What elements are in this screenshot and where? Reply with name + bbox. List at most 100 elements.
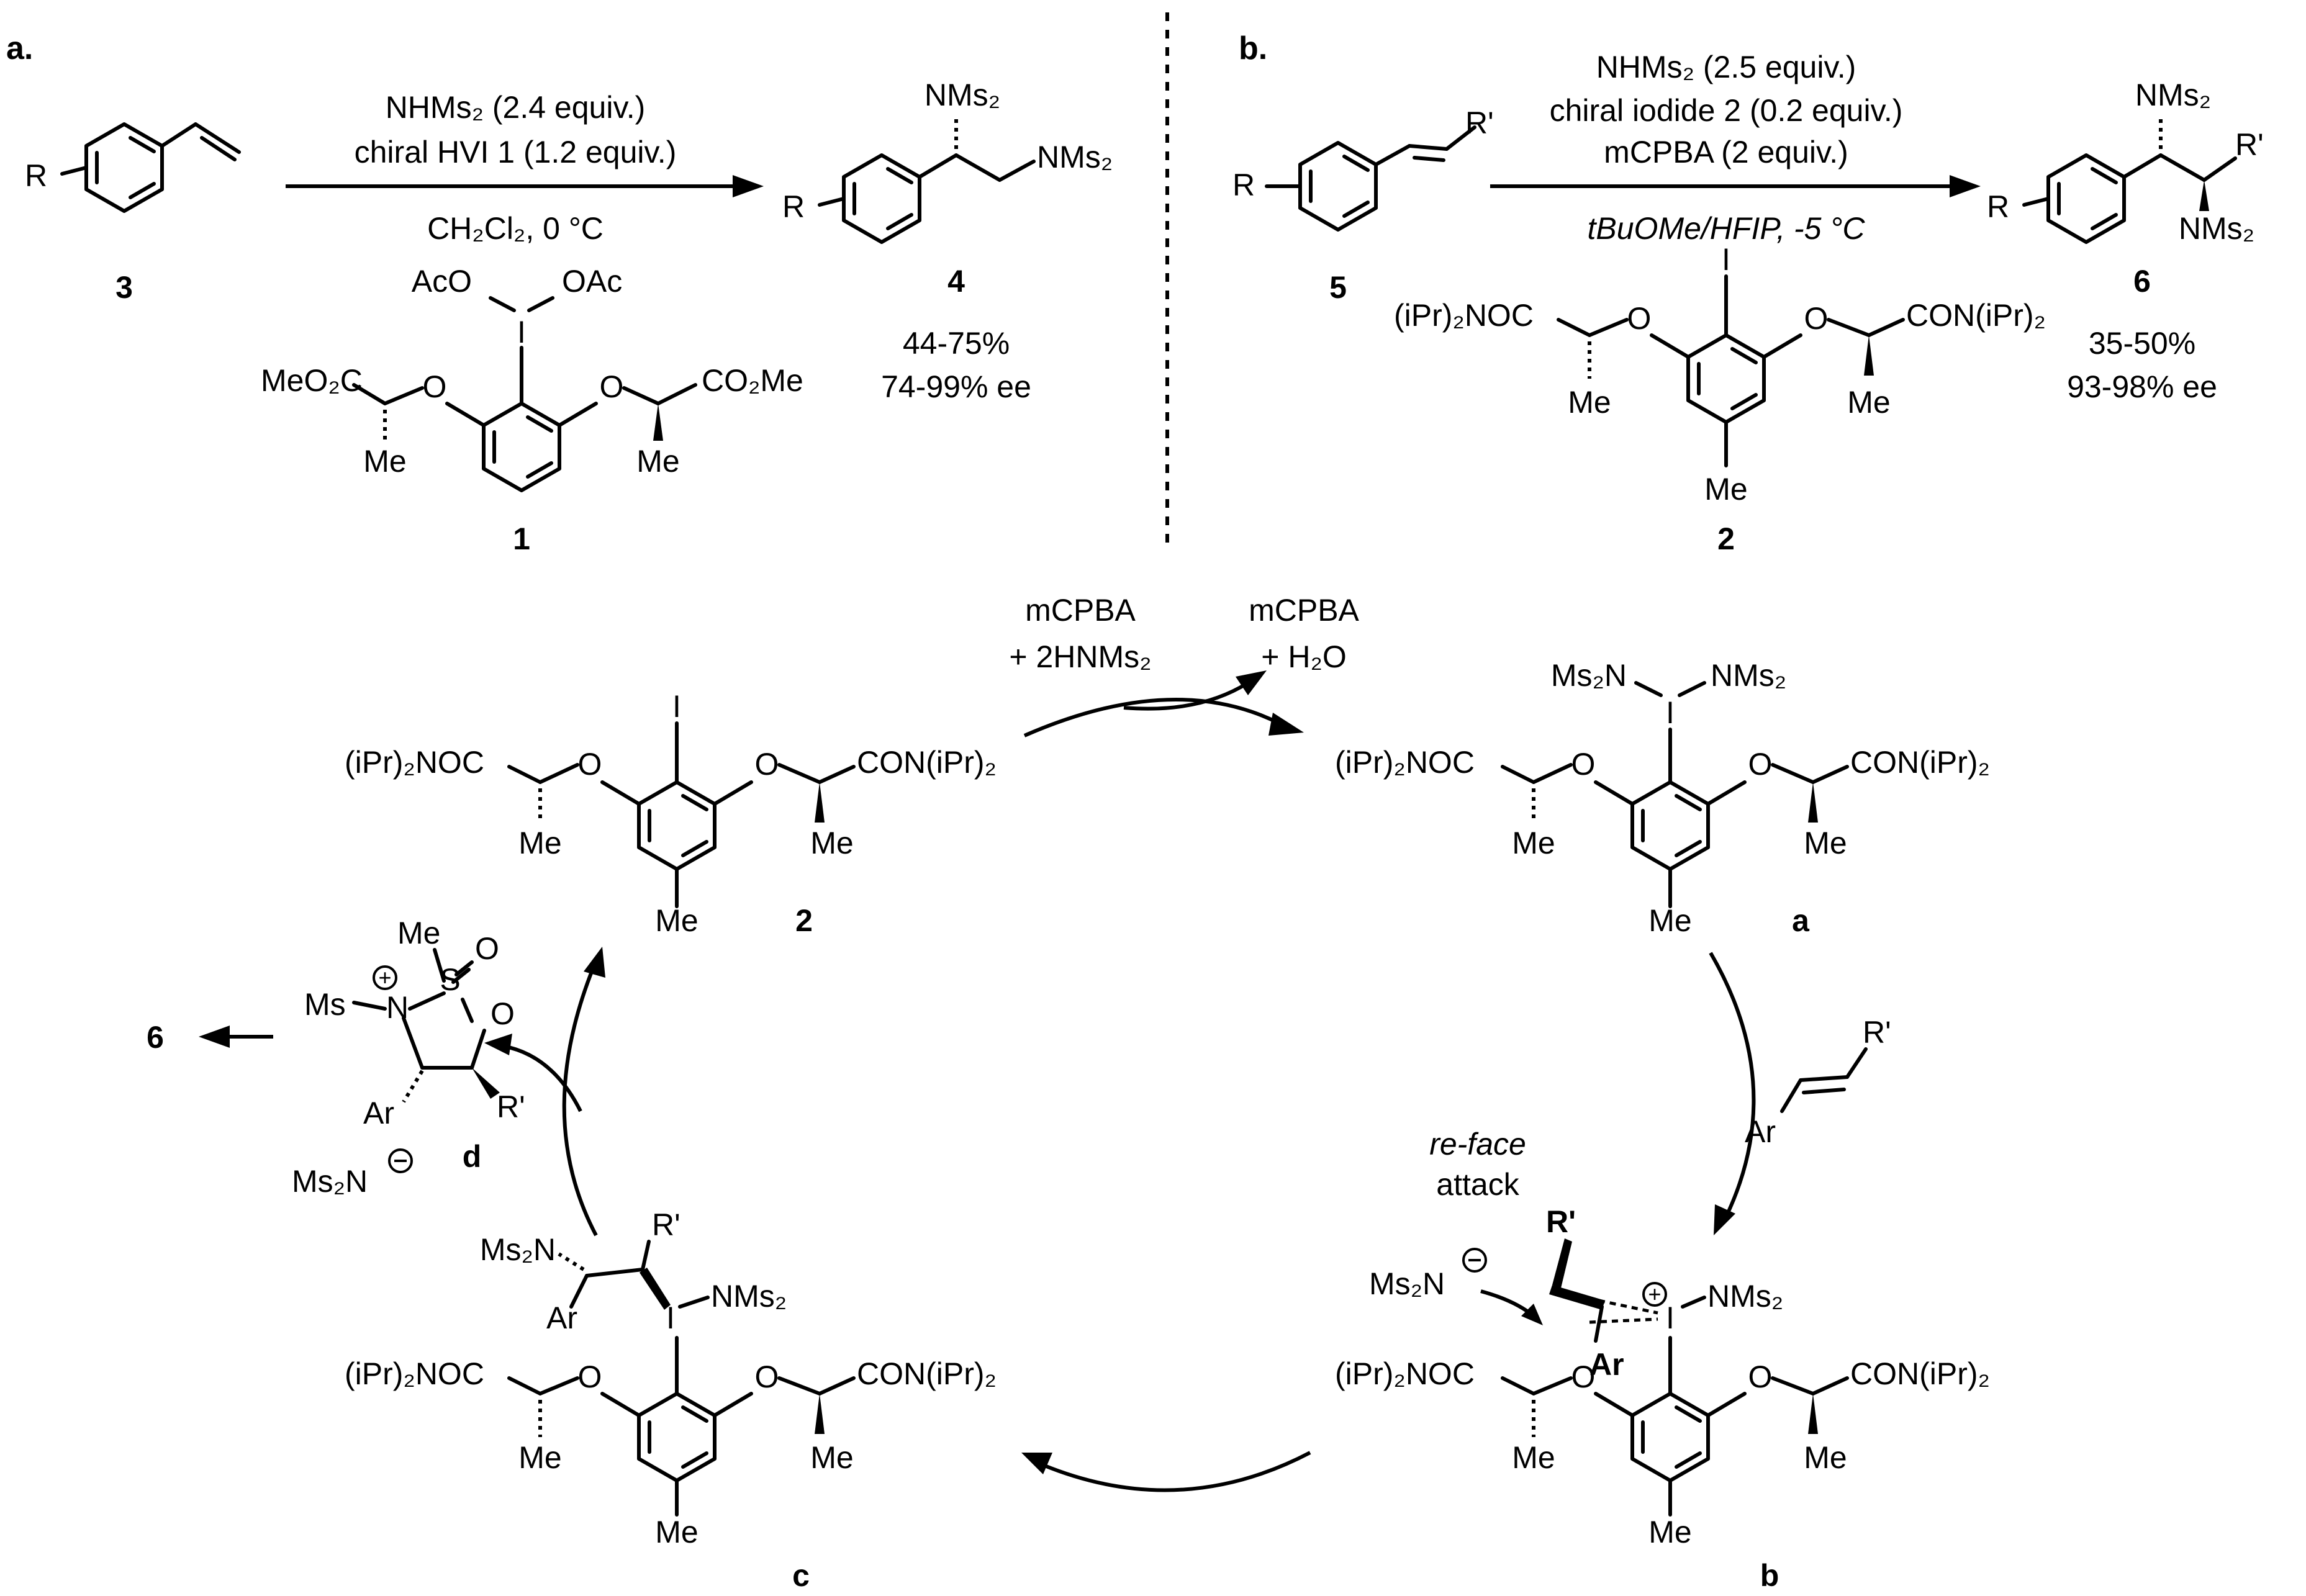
svg-text:NMs₂: NMs₂	[2179, 211, 2254, 246]
svg-text:R: R	[1987, 189, 2009, 224]
svg-text:Ar: Ar	[1745, 1114, 1776, 1149]
panel-a: a. R 3 NHMs₂ (2.4 equiv.) chiral HVI 1 (…	[6, 30, 1113, 556]
solvent-a: CH₂Cl₂, 0 °C	[427, 211, 604, 246]
cycle-arrow-bottom	[1042, 1451, 1311, 1492]
svg-text:CON(iPr)₂: CON(iPr)₂	[1906, 298, 2046, 333]
svg-text:R': R'	[1465, 106, 1494, 140]
svg-text:Ms₂N: Ms₂N	[1551, 658, 1627, 693]
cycle-catalyst-label: 2	[795, 903, 813, 938]
svg-text:NMs₂: NMs₂	[925, 78, 1000, 112]
svg-text:NMs₂: NMs₂	[1711, 658, 1786, 693]
svg-text:Ms₂N: Ms₂N	[292, 1164, 368, 1199]
svg-text:Me: Me	[810, 826, 853, 860]
svg-text:CON(iPr)₂: CON(iPr)₂	[857, 745, 997, 780]
intermediate-d: N S O O Me Ms + Ar R' Ms₂N	[292, 916, 525, 1199]
cycle-arrow-top	[1023, 698, 1280, 737]
svg-text:Ar: Ar	[546, 1301, 577, 1335]
svg-text:O: O	[1627, 301, 1652, 336]
svg-text:NMs₂: NMs₂	[1037, 140, 1113, 174]
oxidant-in-1: mCPBA	[1025, 593, 1136, 628]
reagent-b-2: chiral iodide 2 (0.2 equiv.)	[1550, 93, 1903, 128]
svg-text:O: O	[1804, 301, 1829, 336]
reagent-a-2: chiral HVI 1 (1.2 equiv.)	[355, 135, 677, 169]
reagent-a-1: NHMs₂ (2.4 equiv.)	[386, 90, 646, 125]
compound-6-label: 6	[2133, 264, 2151, 299]
oxidant-out-2: + H₂O	[1261, 639, 1347, 674]
alkene-5: R R'	[1232, 106, 1494, 230]
svg-text:O: O	[755, 1359, 779, 1394]
r-group: R	[25, 158, 47, 193]
svg-text:O: O	[1571, 747, 1596, 782]
svg-text:R: R	[782, 189, 805, 224]
svg-text:CON(iPr)₂: CON(iPr)₂	[857, 1356, 997, 1391]
intermediate-c: I NMs₂ R' Ms₂N Ar Me O (iPr)₂NOC Me O	[345, 1207, 997, 1549]
svg-text:CON(iPr)₂: CON(iPr)₂	[1850, 1356, 1990, 1391]
attack-label-2: attack	[1436, 1167, 1519, 1202]
svg-text:O: O	[600, 369, 624, 404]
yield-b: 35-50%	[2089, 326, 2195, 361]
svg-text:NMs₂: NMs₂	[1707, 1279, 1783, 1314]
solvent-b: tBuOMe/HFIP, -5 °C	[1588, 211, 1866, 246]
intermediate-d-label: d	[463, 1139, 482, 1174]
cycle-product-label: 6	[147, 1020, 164, 1055]
svg-text:I: I	[672, 689, 681, 724]
svg-text:R: R	[1232, 168, 1255, 202]
svg-text:O: O	[423, 369, 447, 404]
svg-text:R': R'	[1863, 1015, 1891, 1050]
svg-text:R': R'	[1546, 1204, 1576, 1239]
svg-text:AcO: AcO	[412, 264, 472, 299]
arrowhead	[733, 175, 764, 197]
svg-text:Me: Me	[518, 826, 561, 860]
svg-text:N: N	[386, 990, 409, 1025]
svg-text:Ms₂N: Ms₂N	[480, 1232, 556, 1267]
compound-3-label: 3	[115, 270, 133, 305]
compound-1-label: 1	[513, 521, 530, 556]
svg-text:Me: Me	[1512, 1440, 1555, 1475]
svg-text:MeO₂C: MeO₂C	[261, 363, 363, 398]
oxidant-out-1: mCPBA	[1249, 593, 1359, 628]
svg-text:Me: Me	[655, 903, 698, 938]
svg-text:+: +	[1648, 1281, 1661, 1307]
chiral-iodide-2: I Me O (iPr)₂NOC Me O CON(iPr)₂ Me	[1394, 242, 2046, 507]
catalytic-cycle: mCPBA + 2HNMs₂ mCPBA + H₂O I Me O (iPr)₂…	[147, 593, 1990, 1593]
svg-text:(iPr)₂NOC: (iPr)₂NOC	[1335, 1356, 1475, 1391]
svg-text:I: I	[1666, 695, 1675, 730]
svg-text:O: O	[491, 996, 515, 1031]
svg-text:(iPr)₂NOC: (iPr)₂NOC	[1335, 745, 1475, 780]
svg-text:R': R'	[652, 1207, 680, 1242]
catalyst-2-cycle: I Me O (iPr)₂NOC Me O CON(iPr)₂ Me	[345, 689, 997, 938]
svg-text:O: O	[1748, 1359, 1773, 1394]
styrene-3: R	[25, 122, 241, 211]
svg-text:Me: Me	[1568, 385, 1611, 420]
incoming-alkene: R' Ar	[1745, 1015, 1891, 1149]
compound-2-label: 2	[1717, 521, 1735, 556]
svg-text:Me: Me	[363, 444, 406, 479]
svg-text:O: O	[578, 1359, 602, 1394]
svg-text:S: S	[440, 962, 460, 997]
svg-text:Ms: Ms	[304, 987, 346, 1022]
reagent-b-3: mCPBA (2 equiv.)	[1604, 135, 1848, 169]
panel-b: b. R R' 5 NHMs₂ (2.5 equiv.) chiral iodi…	[1232, 30, 2264, 556]
svg-text:+: +	[378, 965, 391, 990]
ee-b: 93-98% ee	[2067, 369, 2217, 404]
cycle-arrow-right	[1709, 952, 1756, 1218]
svg-text:CON(iPr)₂: CON(iPr)₂	[1850, 745, 1990, 780]
svg-text:(iPr)₂NOC: (iPr)₂NOC	[345, 745, 484, 780]
svg-text:Me: Me	[397, 916, 440, 950]
svg-text:Me: Me	[636, 444, 679, 479]
svg-text:I: I	[517, 315, 526, 349]
svg-text:Me: Me	[1648, 903, 1691, 938]
product-4: R NMs₂ NMs₂	[782, 78, 1113, 242]
svg-text:I: I	[1722, 242, 1730, 277]
svg-text:Me: Me	[1804, 826, 1847, 860]
svg-text:Me: Me	[810, 1440, 853, 1475]
svg-text:Ar: Ar	[363, 1096, 394, 1130]
cycle-arrow-left	[562, 967, 598, 1237]
svg-text:O: O	[578, 747, 602, 782]
svg-text:Me: Me	[1704, 472, 1747, 507]
svg-text:Me: Me	[1804, 1440, 1847, 1475]
oxidant-in-2: + 2HNMs₂	[1009, 639, 1151, 674]
svg-text:NMs₂: NMs₂	[711, 1279, 787, 1314]
svg-text:CO₂Me: CO₂Me	[702, 363, 803, 398]
intermediate-a-label: a	[1792, 903, 1810, 938]
